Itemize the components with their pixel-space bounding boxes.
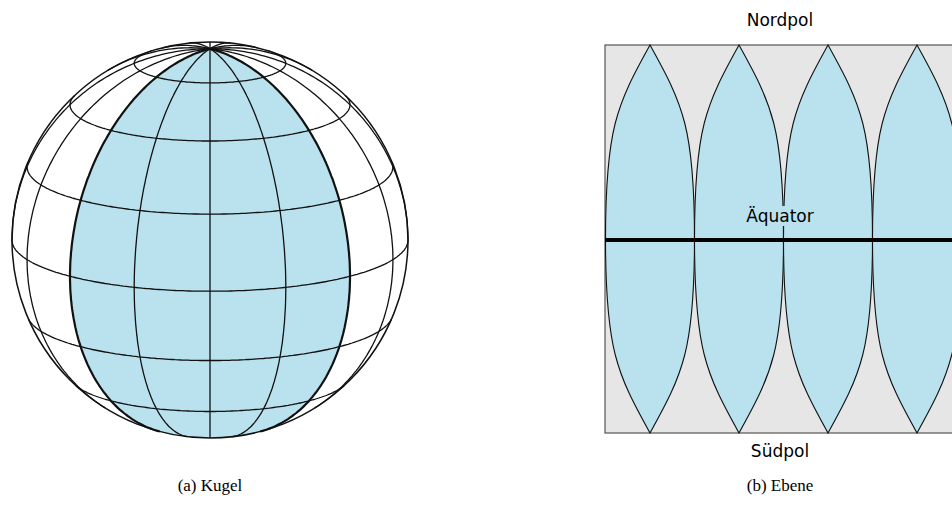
gore-edge: [210, 49, 350, 432]
meridian-line: [210, 43, 231, 49]
pole-label: Nordpol: [747, 10, 814, 30]
gore-fill: [70, 49, 350, 438]
meridian-line: [27, 49, 210, 408]
gore-lenses: [606, 45, 952, 433]
subfigure-caption: (a) Kugel: [178, 476, 243, 496]
equator-line: [605, 238, 952, 242]
pole-label: Südpol: [751, 441, 809, 461]
subfigure-caption: (b) Ebene: [747, 476, 814, 496]
gore-edge: [70, 49, 210, 432]
meridian-line: [209, 49, 210, 438]
equator-label: Äquator: [743, 206, 816, 226]
meridian-line: [210, 49, 393, 408]
meridian-line: [12, 49, 210, 240]
sphere-outline: [12, 42, 408, 438]
meridian-line: [134, 49, 210, 437]
plane-rect: [605, 45, 952, 433]
meridian-line: [210, 49, 408, 240]
meridian-line: [210, 48, 312, 71]
meridian-line: [210, 49, 286, 437]
